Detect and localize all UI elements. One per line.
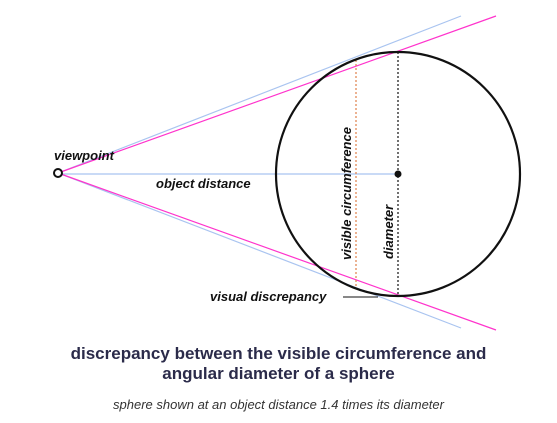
lower-angular-diameter-line [57, 172, 462, 329]
upper-tangent-line [57, 15, 497, 174]
visible-circumference-label: visible circumference [339, 127, 354, 260]
upper-angular-diameter-line [57, 15, 462, 174]
caption-title: discrepancy between the visible circumfe… [0, 344, 557, 384]
viewpoint-marker [53, 168, 63, 178]
sphere-discrepancy-diagram: viewpoint object distance visible circum… [53, 15, 522, 331]
sphere-center-point [394, 170, 402, 178]
diameter-label: diameter [381, 204, 396, 259]
caption-subtitle: sphere shown at an object distance 1.4 t… [113, 397, 444, 412]
object-distance-label: object distance [156, 176, 251, 191]
caption-title-line-2: angular diameter of a sphere [162, 364, 395, 383]
lower-tangent-line [57, 172, 497, 331]
visual-discrepancy-label: visual discrepancy [210, 289, 327, 304]
caption-title-line-1: discrepancy between the visible circumfe… [70, 344, 487, 363]
viewpoint-label: viewpoint [54, 148, 115, 163]
sphere-circle [274, 50, 522, 298]
